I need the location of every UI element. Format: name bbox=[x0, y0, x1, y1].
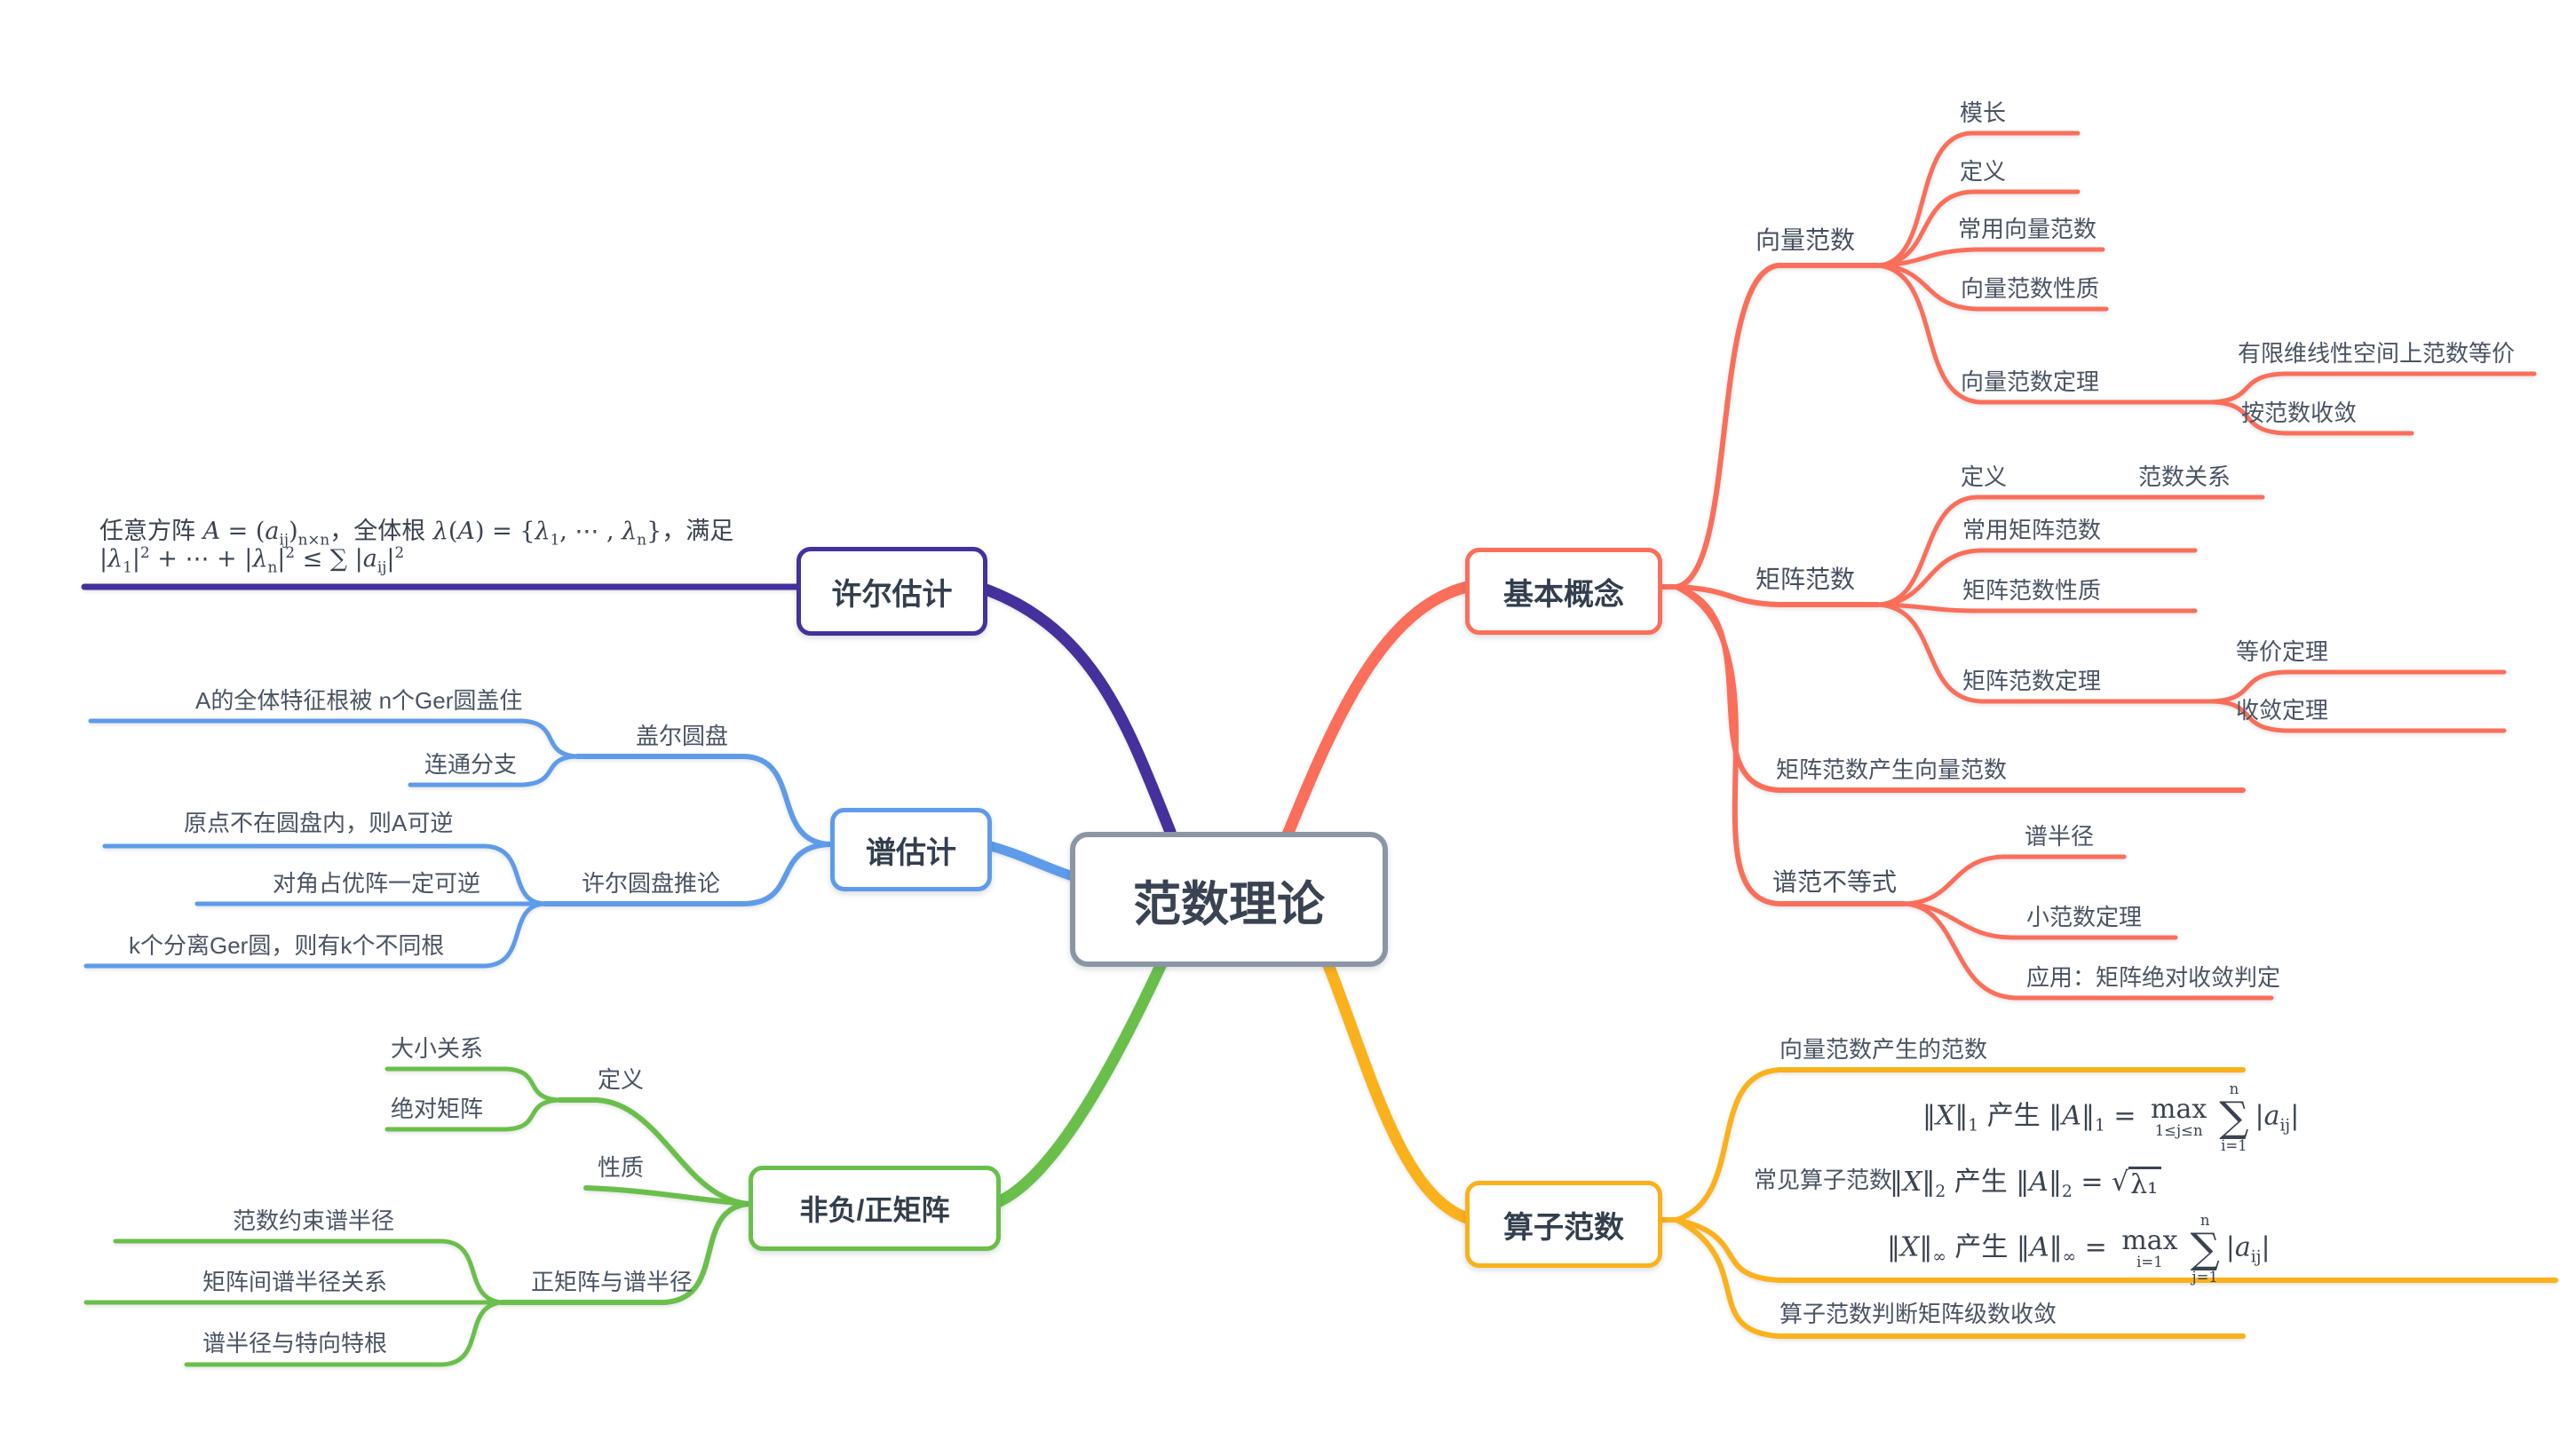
node-size-relation[interactable]: 大小关系 bbox=[391, 1035, 484, 1062]
node-matrix-induces-vector-norm[interactable]: 矩阵范数产生向量范数 bbox=[1776, 756, 2008, 783]
node-nonneg-property[interactable]: 性质 bbox=[598, 1154, 645, 1181]
node-eigenvalues-covered-by-discs[interactable]: A的全体特征根被 n个Ger圆盖住 bbox=[195, 687, 523, 714]
node-spectral-radius-eigen[interactable]: 谱半径与特向特根 bbox=[202, 1330, 388, 1357]
node-vector-norm-theorem[interactable]: 向量范数定理 bbox=[1961, 368, 2100, 395]
node-absolute-matrix[interactable]: 绝对矩阵 bbox=[391, 1096, 484, 1122]
node-finite-dim-equivalence[interactable]: 有限维线性空间上范数等价 bbox=[2238, 340, 2516, 367]
node-spectral-inequality[interactable]: 谱范不等式 bbox=[1772, 868, 1898, 896]
node-positive-matrix-spectral-radius[interactable]: 正矩阵与谱半径 bbox=[531, 1269, 694, 1295]
node-modulus[interactable]: 模长 bbox=[1960, 99, 2007, 126]
central-topic[interactable]: 范数理论 bbox=[1070, 832, 1388, 967]
node-vector-norm-properties[interactable]: 向量范数性质 bbox=[1961, 275, 2100, 302]
node-vector-definition[interactable]: 定义 bbox=[1960, 158, 2007, 185]
node-common-operator-norms[interactable]: 常见算子范数 bbox=[1754, 1167, 1893, 1193]
node-common-matrix-norms[interactable]: 常用矩阵范数 bbox=[1962, 517, 2102, 543]
topic-operator-norm[interactable]: 算子范数 bbox=[1465, 1181, 1662, 1268]
node-matrix-norm-properties[interactable]: 矩阵范数性质 bbox=[1962, 577, 2102, 604]
node-origin-outside-invertible[interactable]: 原点不在圆盘内，则A可逆 bbox=[184, 810, 454, 836]
branch-operator-lines bbox=[1319, 950, 2558, 1339]
node-norm-relation[interactable]: 范数关系 bbox=[2138, 463, 2231, 490]
node-matrix-norm-theorem[interactable]: 矩阵范数定理 bbox=[1962, 668, 2102, 694]
node-convergence-theorem[interactable]: 收敛定理 bbox=[2236, 697, 2329, 724]
node-equivalence-theorem[interactable]: 等价定理 bbox=[2236, 638, 2329, 665]
node-matrix-norm[interactable]: 矩阵范数 bbox=[1756, 566, 1856, 593]
node-common-vector-norms[interactable]: 常用向量范数 bbox=[1958, 216, 2097, 242]
node-matrix-definition[interactable]: 定义 bbox=[1961, 463, 2008, 490]
branch-spectrum-lines bbox=[83, 718, 1075, 969]
node-norm-bounds-spectral-radius[interactable]: 范数约束谱半径 bbox=[233, 1207, 395, 1234]
node-connected-components[interactable]: 连通分支 bbox=[424, 751, 518, 778]
topic-spectrum-estimate[interactable]: 谱估计 bbox=[830, 808, 992, 891]
node-diagonally-dominant-invertible[interactable]: 对角占优阵一定可逆 bbox=[273, 870, 481, 897]
node-vector-norm[interactable]: 向量范数 bbox=[1756, 226, 1856, 254]
topic-basic-concepts[interactable]: 基本概念 bbox=[1465, 548, 1662, 635]
schur-note-line1: 任意方阵 A = (aij)n×n，全体根 λ(A) = {λ1, ⋯ , λn… bbox=[99, 518, 734, 549]
topic-nonnegative-matrix[interactable]: 非负/正矩阵 bbox=[749, 1166, 1001, 1251]
schur-note-line2: |λ1|2 + ⋯ + |λn|2 ≤ ∑ |aij|2 bbox=[99, 543, 405, 576]
node-spectral-radius[interactable]: 谱半径 bbox=[2025, 823, 2095, 850]
branch-schur-lines bbox=[81, 581, 1177, 838]
node-small-norm-theorem[interactable]: 小范数定理 bbox=[2026, 904, 2143, 930]
branch-nonneg-lines bbox=[83, 950, 1171, 1367]
node-operator-norm-series-convergence[interactable]: 算子范数判断矩阵级数收敛 bbox=[1779, 1301, 2057, 1327]
node-k-separated-discs[interactable]: k个分离Ger圆，则有k个不同根 bbox=[129, 932, 445, 959]
topic-schur-estimate[interactable]: 许尔估计 bbox=[797, 547, 987, 636]
node-gershgorin-disc[interactable]: 盖尔圆盘 bbox=[636, 723, 729, 749]
node-spectral-radius-relation[interactable]: 矩阵间谱半径关系 bbox=[202, 1269, 388, 1295]
node-disc-corollary[interactable]: 许尔圆盘推论 bbox=[582, 870, 721, 897]
node-nonneg-definition[interactable]: 定义 bbox=[598, 1066, 645, 1093]
node-norm-from-vector-norm[interactable]: 向量范数产生的范数 bbox=[1779, 1036, 1988, 1063]
node-absolute-convergence-application[interactable]: 应用：矩阵绝对收敛判定 bbox=[2026, 964, 2281, 991]
node-norm-convergence[interactable]: 按范数收敛 bbox=[2241, 400, 2358, 426]
branch-basic-lines bbox=[1281, 131, 2537, 1001]
formula-operator-norm-2: ‖X‖2 产生 ‖A‖2 = √λ₁ bbox=[1890, 1159, 2162, 1201]
